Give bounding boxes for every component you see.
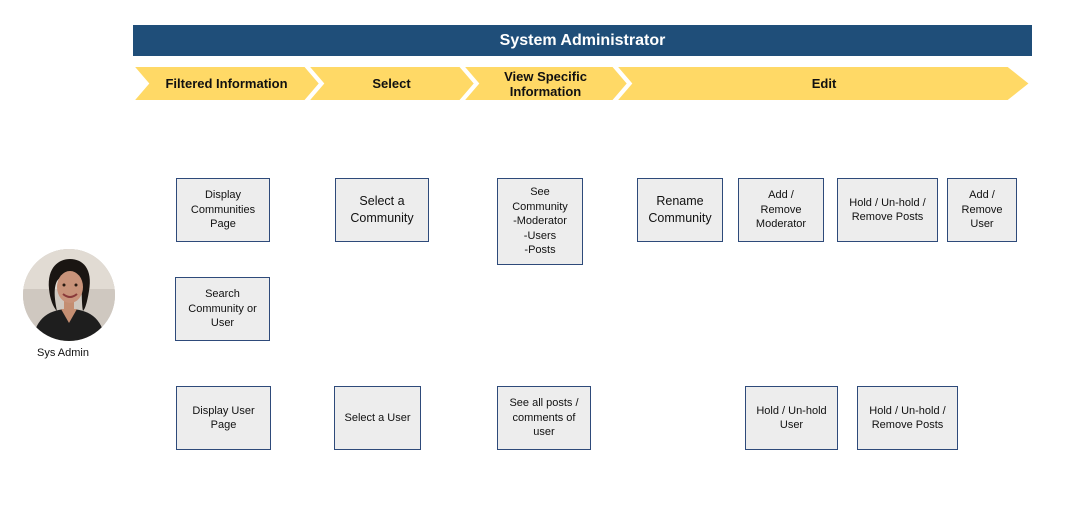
stage-label-select: Select bbox=[372, 76, 411, 91]
stage-label-edit: Edit bbox=[811, 76, 837, 91]
display-communities-page-box: Display Communities Page bbox=[176, 178, 270, 242]
rename-community-box: Rename Community bbox=[637, 178, 723, 242]
display-user-page-box: Display User Page bbox=[176, 386, 271, 450]
person-photo-icon bbox=[23, 249, 115, 341]
select-a-community-box: Select a Community bbox=[335, 178, 429, 242]
sys-admin-avatar bbox=[23, 249, 115, 341]
stage-label-filtered-information: Filtered Information bbox=[165, 76, 288, 91]
see-all-posts-box: See all posts / comments of user bbox=[497, 386, 591, 450]
select-a-user-box: Select a User bbox=[334, 386, 421, 450]
search-community-or-user-box: Search Community or User bbox=[175, 277, 270, 341]
add-remove-moderator-box: Add / Remove Moderator bbox=[738, 178, 824, 242]
hold-remove-posts-community-box: Hold / Un-hold / Remove Posts bbox=[837, 178, 938, 242]
sys-admin-label: Sys Admin bbox=[37, 347, 89, 359]
hold-remove-posts-user-box: Hold / Un-hold / Remove Posts bbox=[857, 386, 958, 450]
see-community-details-box: See Community -Moderator -Users -Posts bbox=[497, 178, 583, 265]
title-banner: System Administrator bbox=[133, 25, 1032, 56]
stage-label-view-specific-information: View Specific Information bbox=[504, 68, 587, 99]
add-remove-user-box: Add / Remove User bbox=[947, 178, 1017, 242]
hold-unhold-user-box: Hold / Un-hold User bbox=[745, 386, 838, 450]
